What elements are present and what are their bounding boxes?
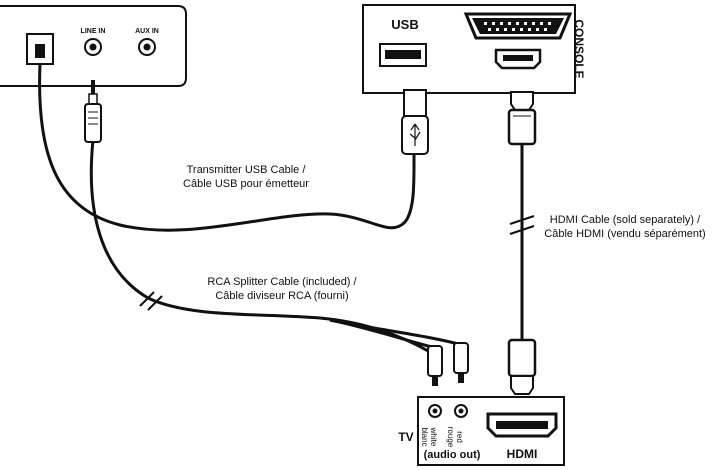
- tv-panel: [417, 396, 565, 466]
- tv-red-jack: [454, 404, 468, 418]
- rca-branch-red: [329, 318, 463, 347]
- console-hdmi-port: [494, 48, 542, 70]
- usb-cable-label: Transmitter USB Cable / Câble USB pour é…: [166, 163, 326, 191]
- tv-hdmi-port: [486, 412, 558, 438]
- rca-cable-label: RCA Splitter Cable (included) / Câble di…: [192, 275, 372, 303]
- hdmi-cable-label-line1: HDMI Cable (sold separately) /: [549, 214, 701, 226]
- hdmi-cable-label-line2: Câble HDMI (vendu séparément): [544, 228, 706, 240]
- rca-plug-white: [427, 345, 443, 386]
- rca-cable-break-mark: [139, 291, 163, 311]
- hdmi-plug-tv: [507, 338, 537, 395]
- console-usb-port: [379, 43, 427, 67]
- usb-cable-label-line2: Câble USB pour émetteur: [183, 178, 309, 190]
- tv-title: TV: [398, 430, 414, 444]
- tv-audio-out-label: (audio out): [423, 449, 481, 461]
- usb-a-plug: [401, 89, 429, 155]
- aux-in-label: AUX IN: [135, 28, 159, 35]
- usb-cable: [38, 63, 416, 232]
- console-box: [362, 4, 576, 94]
- rca-cable-label-line1: RCA Splitter Cable (included) /: [207, 276, 357, 288]
- console-title: CONSOLE: [572, 19, 586, 79]
- aux-in-jack: [138, 38, 156, 56]
- hdmi-cable-break-mark: [509, 215, 535, 235]
- line-in-jack: [84, 38, 102, 56]
- console-usb-label: USB: [391, 17, 419, 32]
- transmitter-box: [0, 5, 187, 87]
- tv-white-jack: [428, 404, 442, 418]
- hdmi-plug-console: [507, 91, 537, 146]
- line-in-label: LINE IN: [80, 28, 106, 35]
- rca-plug-red: [453, 342, 469, 383]
- rca-cable-label-line2: Câble diviseur RCA (fourni): [215, 290, 349, 302]
- hdmi-cable-label: HDMI Cable (sold separately) / Câble HDM…: [540, 213, 710, 241]
- tv-hdmi-label: HDMI: [506, 447, 538, 461]
- console-av-connector: [463, 12, 573, 40]
- usb-cable-label-line1: Transmitter USB Cable /: [186, 164, 306, 176]
- audio-3.5mm-plug: [84, 80, 102, 143]
